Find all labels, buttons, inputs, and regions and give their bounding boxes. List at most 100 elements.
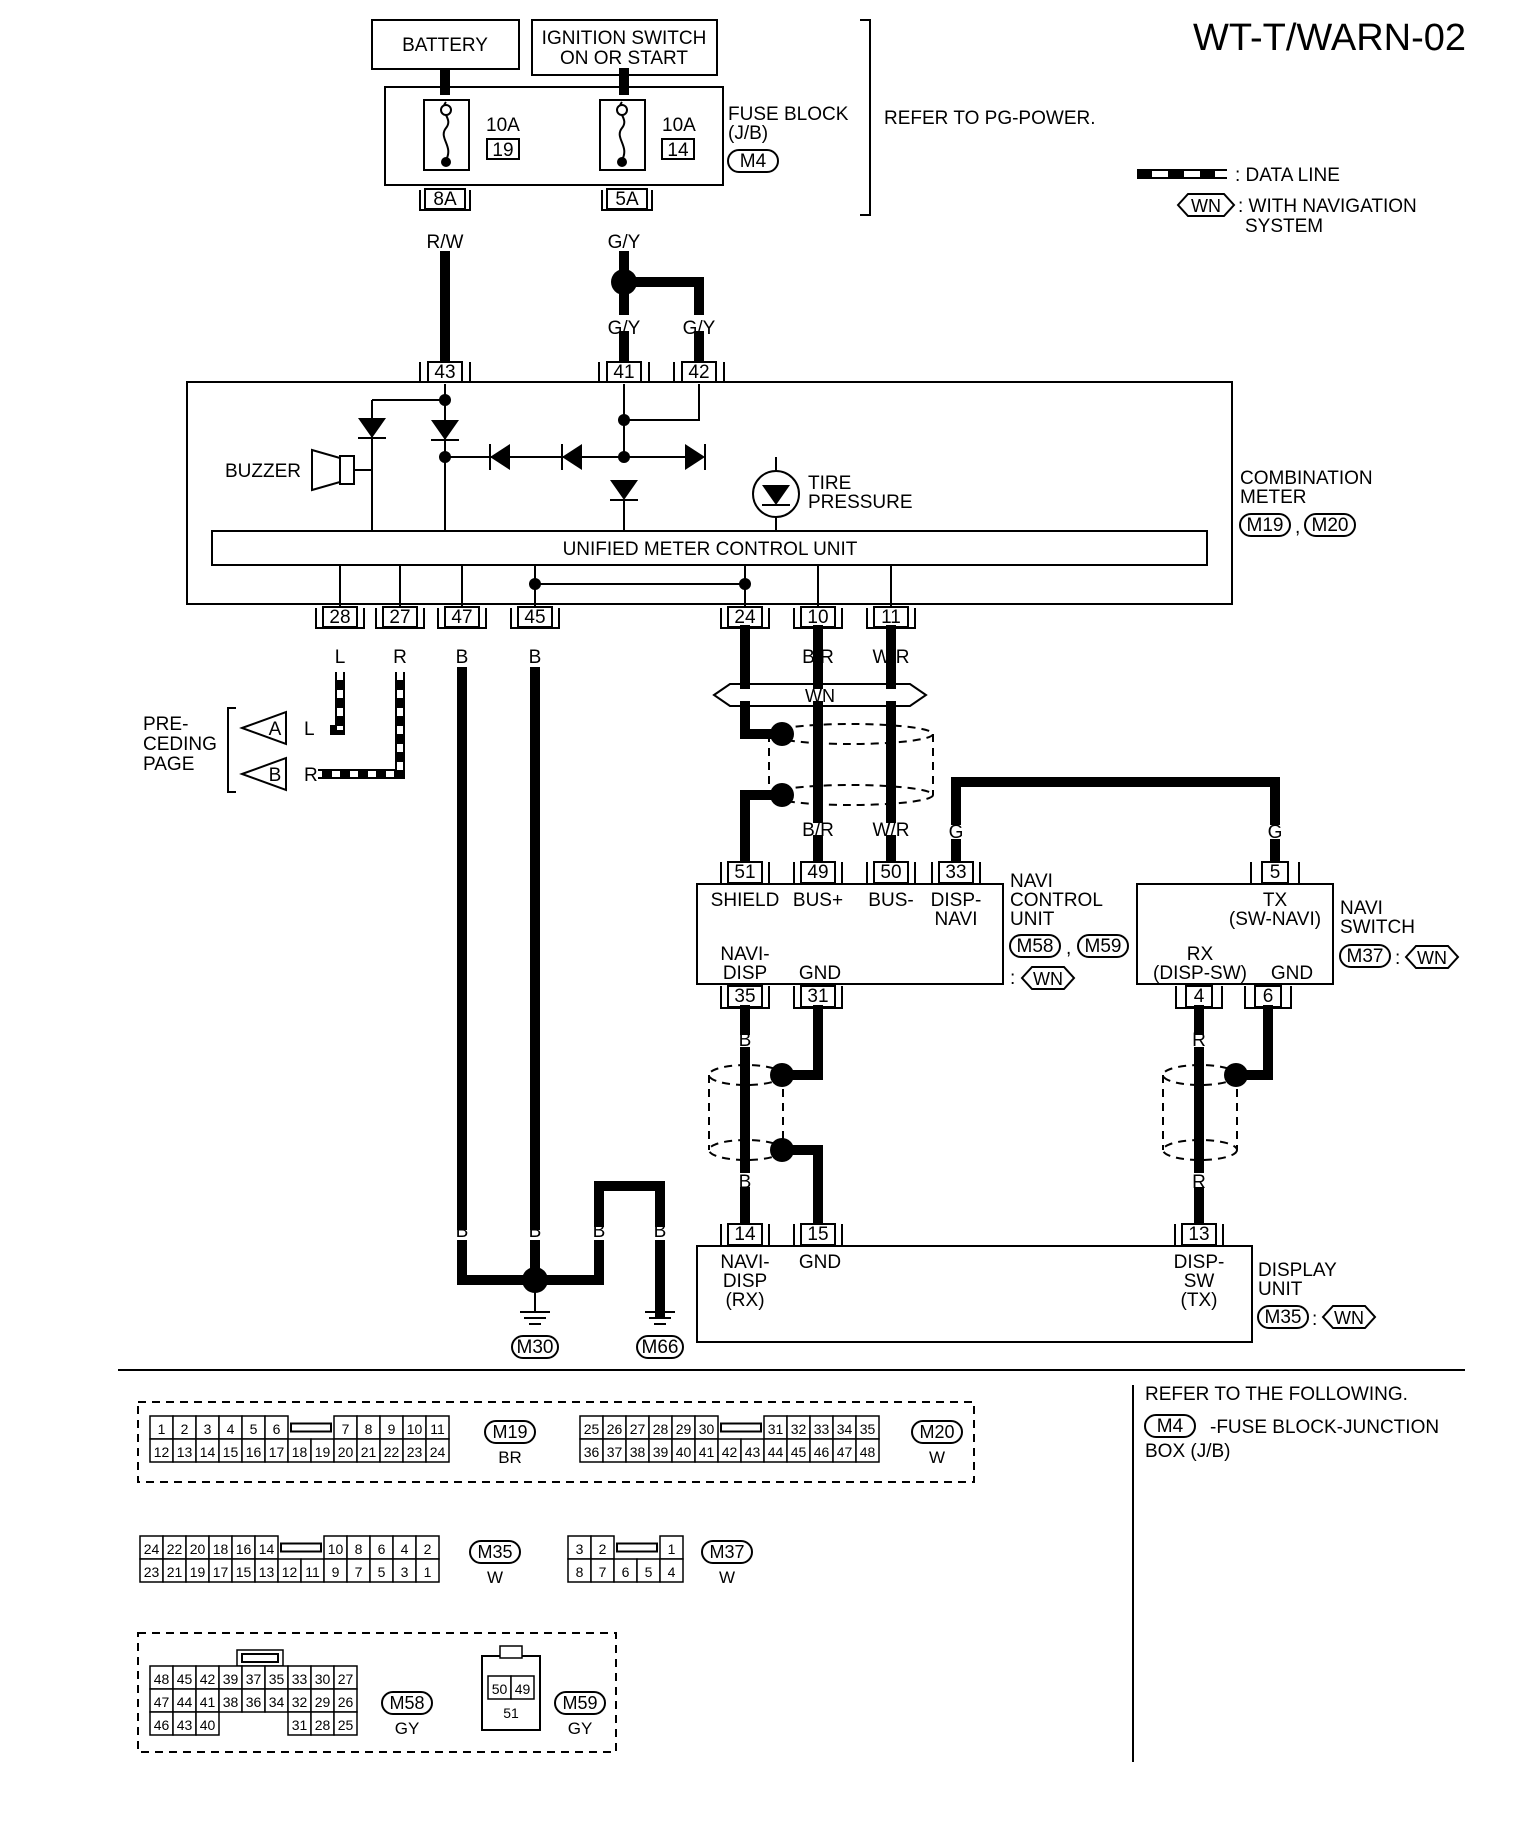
pin-cell-38-label: 38 xyxy=(223,1694,239,1710)
pin-cell-39-label: 39 xyxy=(653,1444,669,1460)
svg-text:33: 33 xyxy=(945,862,966,883)
pin-cell-5-label: 5 xyxy=(250,1421,258,1437)
pin-cell-4-label: 4 xyxy=(227,1421,235,1437)
pin-50: 50 xyxy=(866,861,916,885)
combination-meter-label-1: COMBINATION xyxy=(1240,468,1373,489)
pin-cell-2-label: 2 xyxy=(181,1421,189,1437)
connector-lock-slot xyxy=(616,1542,658,1553)
pin-15: 15 xyxy=(793,1223,843,1247)
pin-8A: 8A xyxy=(419,188,471,211)
svg-text:41: 41 xyxy=(613,362,634,383)
pin-11: 11 xyxy=(866,606,916,629)
wire-b47-label: B xyxy=(456,647,469,668)
navi-switch-name-1: NAVI xyxy=(1340,898,1383,919)
navi-disp-label-1: DISP- xyxy=(931,890,982,911)
wire-wr-navi-label: W/R xyxy=(873,820,910,841)
svg-text:42: 42 xyxy=(688,362,709,383)
pin-cell-37-label: 37 xyxy=(607,1444,623,1460)
combination-meter-label-2: METER xyxy=(1240,487,1307,508)
display-unit-name-1: DISPLAY xyxy=(1258,1260,1337,1281)
svg-text:M59: M59 xyxy=(1085,936,1122,957)
pin-cell-6-label: 6 xyxy=(622,1564,630,1580)
pin-cell-20-label: 20 xyxy=(338,1444,354,1460)
pin-cell-7-label: 7 xyxy=(342,1421,350,1437)
fuse-14: 10A 14 xyxy=(599,99,696,171)
pin-cell-44-label: 44 xyxy=(177,1694,193,1710)
pin-cell-49-label: 49 xyxy=(515,1681,531,1697)
svg-text:43: 43 xyxy=(434,362,455,383)
navi-navidisp-label-1: NAVI- xyxy=(720,944,769,965)
pin-42: 42 xyxy=(673,361,725,385)
refer-following-line2: -FUSE BLOCK-JUNCTION xyxy=(1210,1417,1439,1438)
navi-gnd-label: GND xyxy=(799,963,841,984)
pin-cell-30-label: 30 xyxy=(699,1421,715,1437)
svg-text:R: R xyxy=(304,765,318,786)
pin-10: 10 xyxy=(793,606,843,629)
svg-text:14: 14 xyxy=(734,1224,756,1245)
connector-name: M19 xyxy=(492,1422,527,1442)
svg-text:28: 28 xyxy=(329,607,350,628)
connector-name-tag xyxy=(381,1691,433,1715)
pin-cell-50-label: 50 xyxy=(492,1681,508,1697)
connector-name: M58 xyxy=(389,1693,424,1713)
pin-cell-14-label: 14 xyxy=(200,1444,216,1460)
svg-text:M58: M58 xyxy=(1017,936,1054,957)
pin-cell-35-label: 35 xyxy=(860,1421,876,1437)
svg-text:11: 11 xyxy=(881,607,901,628)
svg-text:10A: 10A xyxy=(662,115,696,136)
pin-cell-11-label: 11 xyxy=(430,1421,445,1437)
pin-cell-23-label: 23 xyxy=(144,1564,160,1580)
pin-cell-20-label: 20 xyxy=(190,1541,206,1557)
navi-switch-name-2: SWITCH xyxy=(1340,917,1415,938)
display-disp-2: SW xyxy=(1184,1271,1215,1292)
connector-color: GY xyxy=(568,1719,593,1738)
fuse-19: 10A 19 xyxy=(423,99,520,171)
svg-text:6: 6 xyxy=(1263,986,1274,1007)
pin-5A: 5A xyxy=(601,188,653,211)
pin-cell-34-label: 34 xyxy=(269,1694,285,1710)
pin-cell-3-label: 3 xyxy=(204,1421,212,1437)
buzzer-icon xyxy=(311,448,372,492)
pin-28: 28 xyxy=(315,606,365,629)
fuse-block-connector-m4: M4 xyxy=(727,149,779,173)
svg-text:10: 10 xyxy=(807,607,828,628)
navi-control-name-1: NAVI xyxy=(1010,871,1053,892)
pin-cell-47-label: 47 xyxy=(837,1444,853,1460)
connector-group-m58-m59 xyxy=(137,1632,617,1753)
pin-cell-15-label: 15 xyxy=(236,1564,252,1580)
meter-internal-circuit xyxy=(358,384,800,530)
meter-bottom-lines xyxy=(339,565,892,608)
pin-cell-46-label: 46 xyxy=(814,1444,830,1460)
data-line-l xyxy=(330,672,345,735)
shielded-bus-lines xyxy=(740,625,934,865)
pin-5: 5 xyxy=(1250,861,1300,885)
pin-cell-6-label: 6 xyxy=(378,1541,386,1557)
wire-r-13-label: R xyxy=(1192,1172,1206,1193)
battery-label: BATTERY xyxy=(402,35,488,56)
pin-cell-40-label: 40 xyxy=(200,1717,216,1733)
svg-text:51: 51 xyxy=(734,862,755,883)
connector-name-tag xyxy=(469,1540,521,1564)
pin-cell-25-label: 25 xyxy=(338,1717,354,1733)
connector-tag-m37-top: M37 xyxy=(1339,944,1391,968)
svg-text:WN: WN xyxy=(1334,1308,1364,1328)
pin-cell-45-label: 45 xyxy=(791,1444,807,1460)
connector-color: W xyxy=(487,1568,503,1587)
pin-cell-7-label: 7 xyxy=(599,1564,607,1580)
pin-cell-10-label: 10 xyxy=(328,1541,344,1557)
wn-bar: WN xyxy=(712,683,928,707)
connector-name: M37 xyxy=(709,1542,744,1562)
svg-text:WN: WN xyxy=(1417,948,1447,968)
pin-cell-4-label: 4 xyxy=(668,1564,676,1580)
pin-cell-24-label: 24 xyxy=(144,1541,160,1557)
display-unit xyxy=(696,1245,1253,1343)
pin-cell-33-label: 33 xyxy=(814,1421,830,1437)
display-unit-wn-tag: WN xyxy=(1321,1305,1377,1329)
tire-pressure-label-1: TIRE xyxy=(808,473,851,494)
connector-name: M20 xyxy=(919,1422,954,1442)
connector-color: BR xyxy=(498,1448,522,1467)
pin-cell-5-label: 5 xyxy=(645,1564,653,1580)
pin-cell-29-label: 29 xyxy=(315,1694,331,1710)
pin-cell-25 xyxy=(333,1711,358,1736)
